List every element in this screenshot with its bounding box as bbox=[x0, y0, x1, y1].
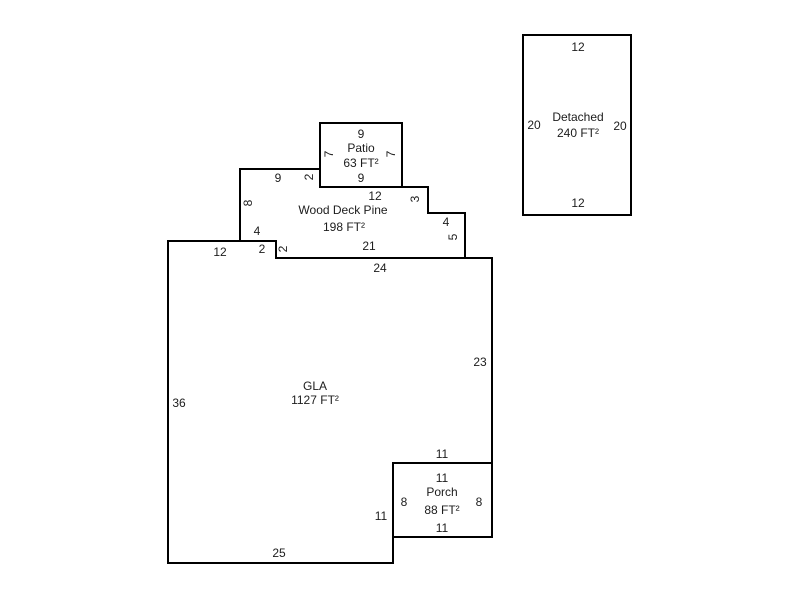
gla-dim-left: 36 bbox=[172, 396, 186, 410]
porch-name-label: Porch bbox=[426, 485, 458, 499]
patio-dim-bottom: 9 bbox=[357, 171, 365, 185]
deck-area-label: 198 FT² bbox=[322, 220, 366, 234]
porch-dim-top: 11 bbox=[435, 471, 449, 485]
detached-dim-left: 20 bbox=[527, 118, 541, 132]
patio-dim-left: 7 bbox=[322, 150, 336, 158]
patio-name-label: Patio bbox=[347, 141, 375, 155]
detached-name-label: Detached bbox=[552, 110, 604, 124]
gla-dim-step: 2 bbox=[258, 242, 266, 256]
patio-outline bbox=[319, 122, 403, 188]
gla-area-label: 1127 FT² bbox=[291, 393, 339, 407]
deck-dim-right: 5 bbox=[446, 233, 460, 241]
deck-name-label: Wood Deck Pine bbox=[298, 203, 388, 217]
deck-dim-step-down: 3 bbox=[408, 195, 422, 203]
deck-dim-patio-bottom: 12 bbox=[368, 189, 382, 203]
detached-outline bbox=[522, 34, 632, 216]
gla-dim-bottom: 25 bbox=[272, 546, 286, 560]
deck-dim-step-top: 4 bbox=[442, 215, 450, 229]
gla-dim-right: 23 bbox=[473, 355, 487, 369]
patio-dim-top: 9 bbox=[357, 127, 365, 141]
deck-dim-step-left: 2 bbox=[276, 245, 290, 253]
detached-dim-bottom: 12 bbox=[571, 196, 585, 210]
gla-name-label: GLA bbox=[302, 379, 328, 393]
porch-dim-left: 8 bbox=[400, 495, 408, 509]
detached-dim-right: 20 bbox=[613, 119, 627, 133]
patio-area-label: 63 FT² bbox=[343, 156, 379, 170]
deck-dim-patio-left: 2 bbox=[302, 173, 316, 181]
deck-dim-left: 8 bbox=[241, 199, 255, 207]
gla-dim-notch-left: 11 bbox=[374, 509, 388, 523]
porch-outline bbox=[392, 462, 493, 538]
porch-dim-bottom: 11 bbox=[435, 521, 449, 535]
gla-dim-notch-top: 11 bbox=[435, 447, 449, 461]
detached-area-label: 240 FT² bbox=[556, 126, 600, 140]
gla-dim-top-left: 12 bbox=[213, 245, 227, 259]
deck-dim-top: 9 bbox=[274, 171, 282, 185]
gla-dim-top: 24 bbox=[373, 261, 387, 275]
porch-area-label: 88 FT² bbox=[424, 503, 460, 517]
deck-dim-bottom: 21 bbox=[362, 239, 376, 253]
patio-dim-right: 7 bbox=[384, 150, 398, 158]
deck-dim-notch-top: 4 bbox=[253, 224, 261, 238]
porch-dim-right: 8 bbox=[475, 495, 483, 509]
detached-dim-top: 12 bbox=[571, 40, 585, 54]
